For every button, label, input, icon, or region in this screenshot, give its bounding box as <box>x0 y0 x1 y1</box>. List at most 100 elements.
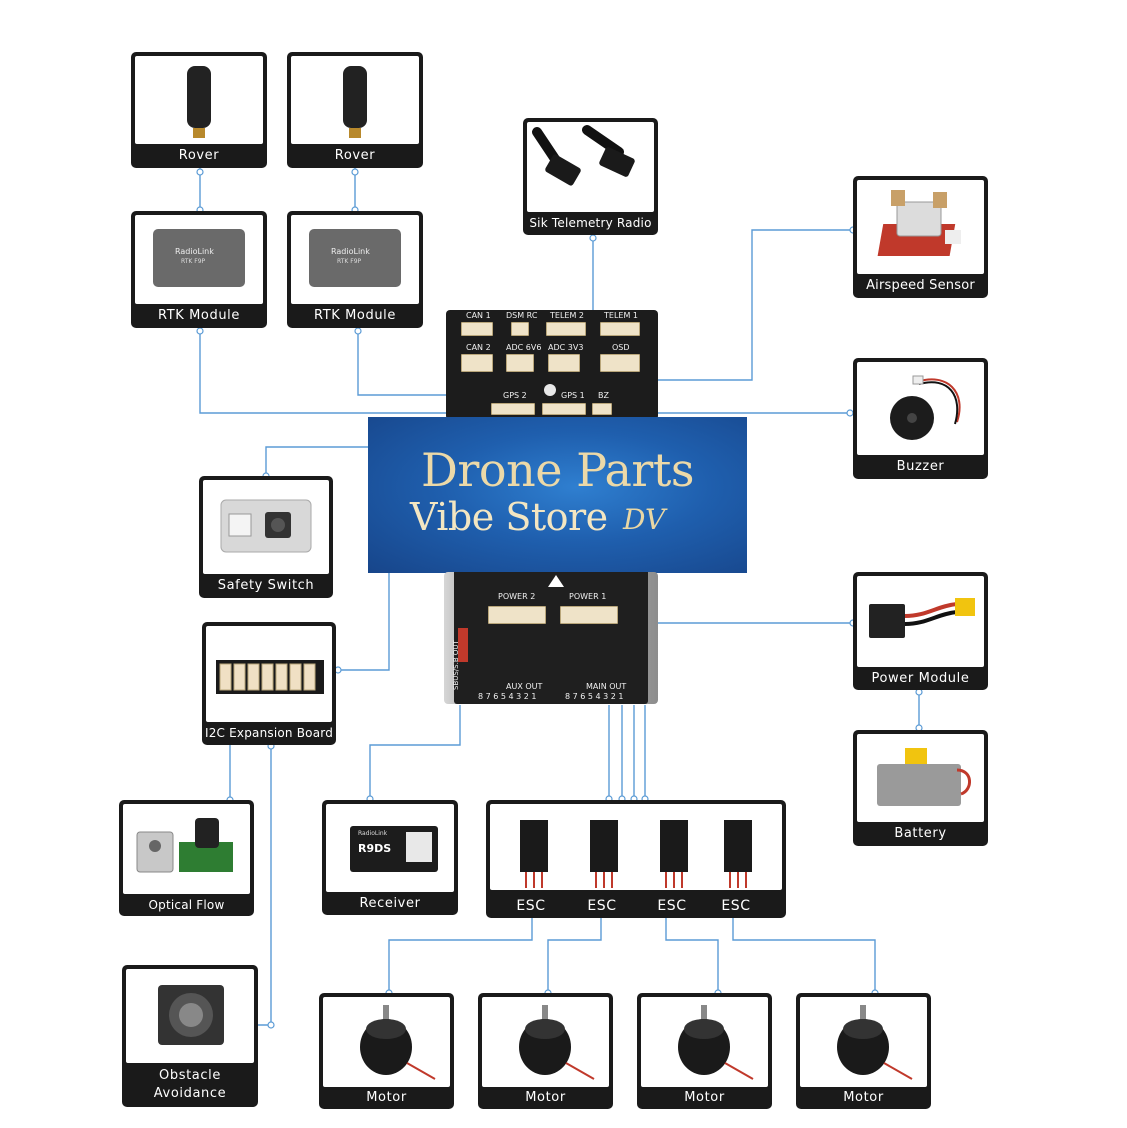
port-can1 <box>461 322 493 336</box>
label-optical-flow: Optical Flow <box>148 898 225 912</box>
port-label-power1: POWER 1 <box>569 592 607 601</box>
card-battery: Battery <box>853 730 988 846</box>
port-label-power2: POWER 2 <box>498 592 536 601</box>
receiver-image: RadioLink R9DS <box>350 826 438 872</box>
port-can2 <box>461 354 493 372</box>
rtk-brand: RadioLink <box>331 247 370 256</box>
label-telemetry-radio: Sik Telemetry Radio <box>529 216 652 230</box>
card-rtk-module-1: RadioLink RTK F9P RTK Module <box>131 211 267 328</box>
motor-icon <box>519 1005 595 1080</box>
wire-i2c-obstacle <box>258 745 272 1026</box>
i2c-board-icon <box>216 660 324 694</box>
port-telem1 <box>600 322 640 336</box>
port-label-main: MAIN OUT <box>586 682 627 691</box>
port-osd <box>600 354 640 372</box>
card-telemetry-radio: Sik Telemetry Radio <box>523 118 658 235</box>
card-motor-2: Motor <box>478 993 613 1109</box>
card-power-module: Power Module <box>853 572 988 690</box>
label-safety-switch: Safety Switch <box>217 578 315 593</box>
card-receiver: RadioLink R9DS Receiver <box>322 800 458 915</box>
label-rtk-module-2: RTK Module <box>314 308 396 323</box>
obstacle-sensor-icon <box>158 985 224 1045</box>
card-motor-1: Motor <box>319 993 454 1109</box>
wire-esc2-motor2 <box>547 918 602 993</box>
brand-mark: DV <box>623 503 666 536</box>
label-power-module: Power Module <box>871 671 970 686</box>
brand-banner: Drone Parts Vibe Store DV <box>368 417 747 573</box>
label-airspeed-sensor: Airspeed Sensor <box>866 278 975 293</box>
label-motor-3: Motor <box>684 1090 725 1105</box>
card-motor-4: Motor <box>796 993 931 1109</box>
port-label-dsm: DSM RC <box>506 311 538 320</box>
port-label-bz: BZ <box>598 391 609 400</box>
buzzer-icon <box>890 375 961 440</box>
airspeed-sensor-icon <box>877 190 961 256</box>
main-pin-numbers: 8 7 6 5 4 3 2 1 <box>565 692 624 701</box>
label-motor-4: Motor <box>843 1090 884 1105</box>
flight-controller-bottom: POWER 2 POWER 1 SBUS/S.B OUT AUX OUT MAI… <box>444 572 658 704</box>
power-module-icon <box>869 598 975 638</box>
port-label-can1: CAN 1 <box>466 311 491 320</box>
card-optical-flow: Optical Flow <box>119 800 254 916</box>
port-label-sbus: SBUS/S.B OUT <box>452 640 460 690</box>
receiver-model: R9DS <box>358 842 392 855</box>
wire-esc3-motor3 <box>665 918 719 993</box>
card-esc-group: ESC ESC ESC ESC <box>486 800 786 918</box>
rtk-model: RTK F9P <box>181 258 206 265</box>
label-rover-2: Rover <box>334 148 376 163</box>
port-label-gps1: GPS 1 <box>561 391 585 400</box>
label-battery: Battery <box>894 826 947 841</box>
gnss-antenna-icon <box>187 66 211 138</box>
fc-indicator <box>544 384 556 396</box>
telemetry-cable-icon <box>532 125 635 186</box>
battery-icon <box>877 748 971 806</box>
label-buzzer: Buzzer <box>896 459 945 474</box>
esc-boards-icon <box>520 820 752 888</box>
rtk-module-image: RadioLink RTK F9P <box>153 229 245 287</box>
label-receiver: Receiver <box>359 896 421 911</box>
port-adc33 <box>548 354 580 372</box>
label-rover-1: Rover <box>178 148 220 163</box>
label-rtk-module-1: RTK Module <box>158 308 240 323</box>
wire-safety-fc <box>265 446 368 478</box>
fc-bottom-face: POWER 2 POWER 1 SBUS/S.B OUT AUX OUT MAI… <box>452 572 648 704</box>
port-dsm <box>511 322 529 336</box>
port-telem2 <box>546 322 586 336</box>
port-label-telem2: TELEM 2 <box>550 311 584 320</box>
card-airspeed-sensor: Airspeed Sensor <box>853 176 988 298</box>
gnss-antenna-icon <box>343 66 367 138</box>
rtk-module-image: RadioLink RTK F9P <box>309 229 401 287</box>
card-rtk-module-2: RadioLink RTK F9P RTK Module <box>287 211 423 328</box>
safety-switch-icon <box>220 499 312 553</box>
arrow-up-icon <box>548 575 564 587</box>
port-gps1 <box>542 403 586 415</box>
wire-i2c-fc <box>336 573 390 671</box>
card-safety-switch: Safety Switch <box>199 476 333 598</box>
card-rover-2: Rover <box>287 52 423 168</box>
flight-controller-top: CAN 1 DSM RC TELEM 2 TELEM 1 CAN 2 ADC 6… <box>446 310 658 420</box>
card-i2c-expansion: I2C Expansion Board <box>202 622 336 745</box>
port-gps2 <box>491 403 535 415</box>
label-esc-1: ESC <box>516 898 546 914</box>
port-adc66 <box>506 354 534 372</box>
brand-line1: Drone Parts <box>421 443 694 497</box>
port-label-gps2: GPS 2 <box>503 391 527 400</box>
brand-line2: Vibe Store <box>410 495 608 539</box>
wire-receiver-sbus <box>369 705 461 800</box>
port-label-adc33: ADC 3V3 <box>548 343 584 352</box>
port-power2 <box>488 606 546 624</box>
rtk-model: RTK F9P <box>337 258 362 265</box>
label-motor-2: Motor <box>525 1090 566 1105</box>
receiver-brand: RadioLink <box>358 830 388 837</box>
card-obstacle-avoidance: Obstacle Avoidance <box>122 965 258 1107</box>
label-esc-3: ESC <box>657 898 687 914</box>
motor-icon <box>678 1005 754 1080</box>
rc-in-connector <box>458 628 468 662</box>
motor-icon <box>360 1005 436 1080</box>
label-esc-2: ESC <box>587 898 617 914</box>
wire-esc1-motor1 <box>388 918 533 993</box>
port-bz <box>592 403 612 415</box>
label-i2c-expansion: I2C Expansion Board <box>204 726 334 740</box>
port-label-can2: CAN 2 <box>466 343 491 352</box>
